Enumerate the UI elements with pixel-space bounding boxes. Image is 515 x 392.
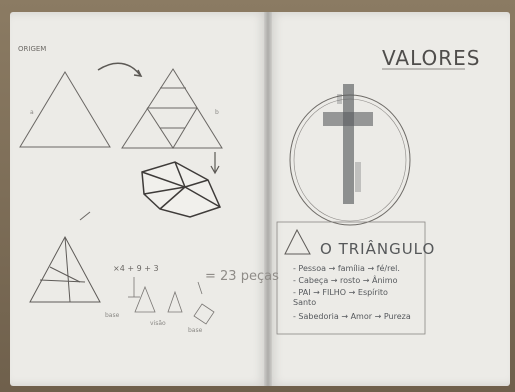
corner-label: ORIGEM xyxy=(18,45,46,53)
small-diagrams xyxy=(128,277,214,324)
list-item: - Sabedoria → Amor → Pureza xyxy=(293,312,411,321)
list-item: Santo xyxy=(293,298,316,307)
triangle-label: a xyxy=(30,109,34,116)
open-notebook: ORIGEM xyxy=(10,12,510,386)
caption: visão xyxy=(150,320,166,327)
sequence-text: ×4 + 9 + 3 xyxy=(113,264,159,273)
valores-title: VALORES xyxy=(382,46,480,70)
caption: base xyxy=(188,327,202,334)
word-cross xyxy=(323,84,373,204)
small-arrow xyxy=(80,212,90,220)
small-triangle-icon xyxy=(285,230,310,254)
curved-arrow xyxy=(98,63,140,75)
triangle-title: O TRIÂNGULO xyxy=(320,240,435,258)
equation-result: = 23 peças xyxy=(205,269,279,284)
triangle-label: b xyxy=(215,109,219,116)
caption: base xyxy=(105,312,119,319)
list-item: - Pessoa → família → fé/rel. xyxy=(293,264,400,273)
bottom-triangle xyxy=(30,237,100,302)
list-item: - PAI → FILHO → Espírito xyxy=(293,288,388,297)
list-item: - Cabeça → rosto → Ânimo xyxy=(293,276,397,285)
subdivided-triangle xyxy=(122,69,222,148)
folded-form xyxy=(142,162,220,217)
